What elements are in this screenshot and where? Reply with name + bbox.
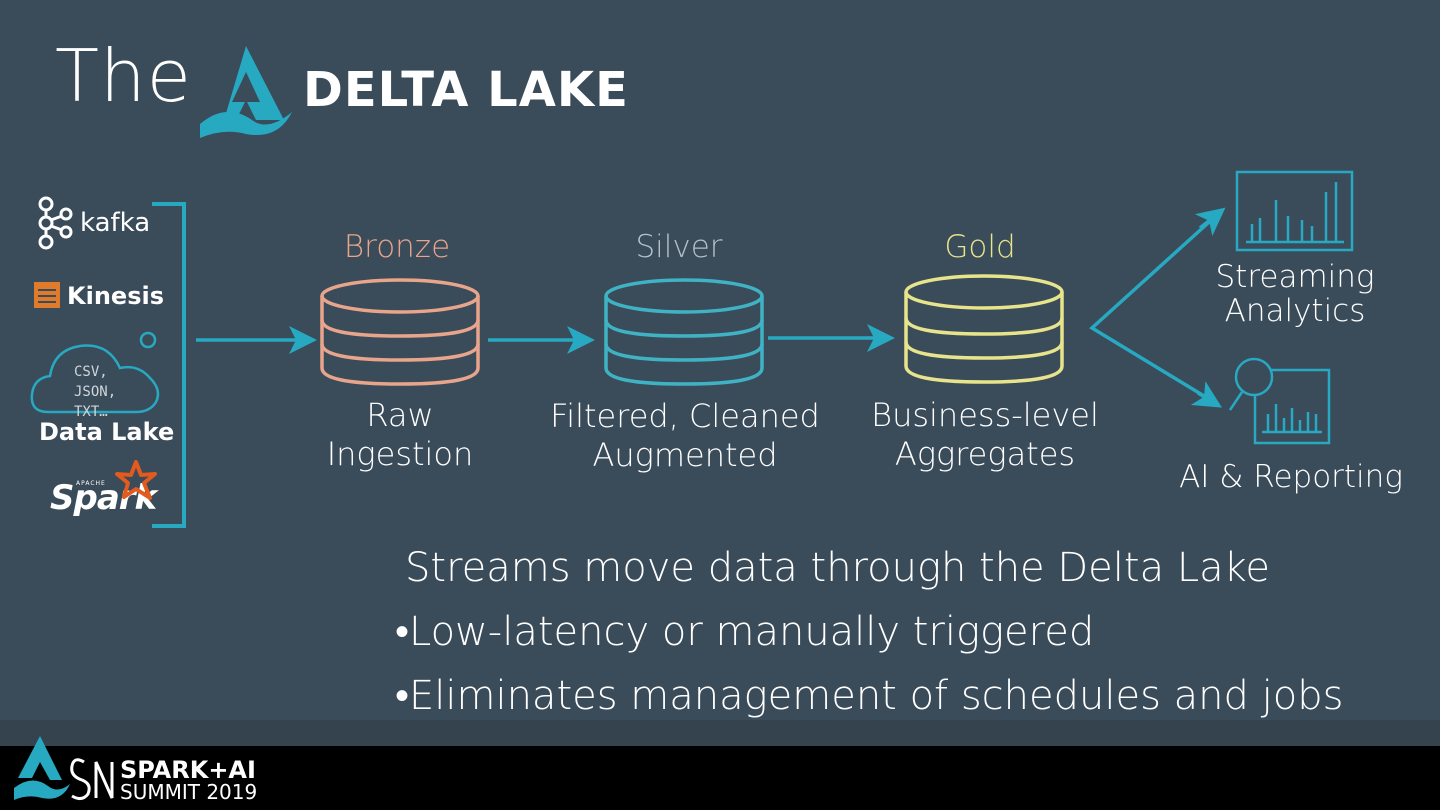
cloud-formats-text: CSV, JSON, TXT… (74, 364, 117, 418)
stage-gold-desc-line1: Business-level (871, 396, 1099, 434)
stage-bronze-description: Raw Ingestion (250, 396, 550, 474)
spark-label: Spark (50, 478, 157, 518)
silver-cylinder-icon (604, 278, 764, 386)
kafka-icon (38, 196, 73, 250)
spark-star-icon (115, 460, 157, 500)
stage-gold-label: Gold (944, 229, 1016, 265)
pipeline-diagram (196, 170, 1354, 445)
title-brand: DELTA LAKE (303, 62, 629, 118)
gold-cylinder-icon (904, 274, 1064, 384)
bullet-item-1: •Low-latency or manually triggered (395, 609, 1095, 655)
footer-line2: SUMMIT 2019 (120, 780, 258, 804)
arrow-gold-split (1089, 212, 1220, 404)
footer-bar (0, 746, 1440, 810)
sources-bracket (152, 202, 186, 528)
ai-reporting-label: AI & Reporting (1179, 459, 1403, 495)
stage-silver-label: Silver (635, 229, 723, 265)
streaming-analytics-line1: Streaming (1215, 259, 1375, 295)
stage-bronze-desc-line1: Raw (366, 396, 434, 434)
bullet-item-2: •Eliminates management of schedules and … (395, 673, 1344, 719)
stage-silver-description: Filtered, Cleaned Augmented (535, 397, 835, 475)
bullets-heading: Streams move data through the Delta Lake (405, 545, 1270, 591)
delta-lake-logo-icon (200, 46, 292, 138)
cloud-icon (30, 331, 160, 414)
bronze-cylinder-icon (320, 278, 480, 386)
streaming-analytics-label: Streaming Analytics (1175, 260, 1415, 328)
stage-gold-desc-line2: Aggregates (894, 435, 1076, 473)
ai-reporting-icon (1228, 357, 1331, 445)
stage-silver-desc-line2: Augmented (592, 436, 778, 474)
kinesis-label: Kinesis (67, 282, 164, 310)
footer-band (0, 720, 1440, 746)
spark-ai-summit-logo-icon (14, 736, 114, 801)
data-lake-label: Data Lake (39, 418, 175, 446)
spark-prefix-label: APACHE (76, 480, 106, 487)
kinesis-icon (34, 282, 60, 308)
stage-bronze-label: Bronze (343, 229, 451, 265)
streaming-analytics-icon (1235, 170, 1354, 252)
footer-line1: SPARK+AI (120, 756, 256, 784)
title-prefix: The (55, 34, 192, 118)
stage-gold-description: Business-level Aggregates (835, 396, 1135, 474)
stage-silver-desc-line1: Filtered, Cleaned (550, 397, 820, 435)
streaming-analytics-line2: Analytics (1224, 293, 1366, 329)
kafka-label: kafka (80, 208, 151, 238)
stage-bronze-desc-line2: Ingestion (326, 435, 474, 473)
